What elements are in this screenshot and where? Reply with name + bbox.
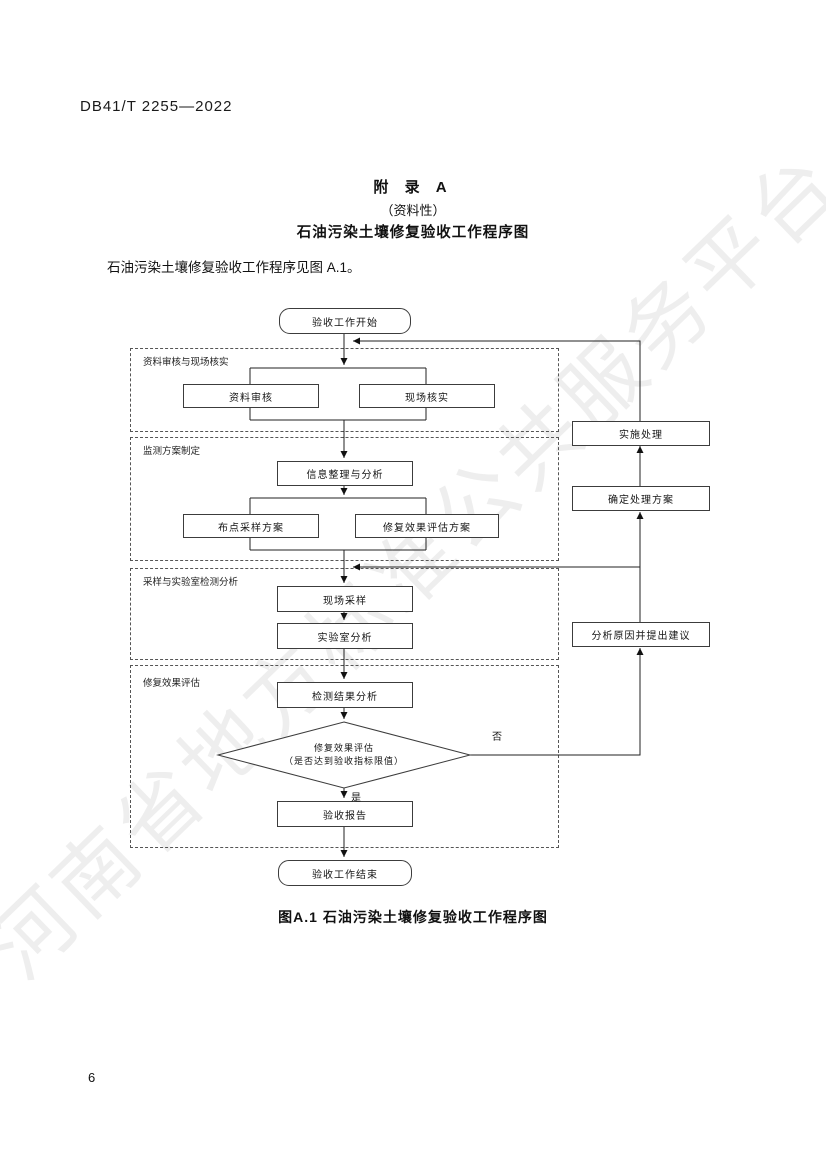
group-label: 监测方案制定	[143, 446, 201, 457]
node-start: 验收工作开始	[279, 308, 411, 334]
node-data-review: 资料审核	[183, 384, 319, 408]
group-label: 资料审核与现场核实	[143, 357, 229, 368]
node-site-verify: 现场核实	[359, 384, 495, 408]
decision-diamond	[216, 721, 472, 789]
node-acceptance-report: 验收报告	[277, 801, 413, 827]
node-sampling-plan: 布点采样方案	[183, 514, 319, 538]
decision-line1: 修复效果评估	[313, 743, 374, 753]
branch-label-yes: 是	[351, 793, 361, 804]
node-end: 验收工作结束	[278, 860, 412, 886]
page-number: 6	[88, 1070, 96, 1085]
node-info-analysis: 信息整理与分析	[277, 461, 413, 486]
branch-label-no: 否	[492, 732, 502, 743]
figure-caption: 图A.1 石油污染土壤修复验收工作程序图	[278, 909, 548, 925]
decision-line2: （是否达到验收指标限值）	[283, 756, 404, 766]
group-label: 采样与实验室检测分析	[143, 577, 239, 588]
node-implement-treatment: 实施处理	[572, 421, 710, 446]
appendix-type-label: （资料性）	[380, 203, 446, 218]
node-lab-analysis: 实验室分析	[277, 623, 413, 649]
decision-label: 修复效果评估 （是否达到验收指标限值）	[218, 722, 470, 788]
group-label: 修复效果评估	[143, 678, 201, 689]
node-evaluation-plan: 修复效果评估方案	[355, 514, 499, 538]
node-determine-plan: 确定处理方案	[572, 486, 710, 511]
appendix-title: 附 录 A	[373, 179, 453, 196]
node-result-analysis: 检测结果分析	[277, 682, 413, 708]
intro-paragraph: 石油污染土壤修复验收工作程序见图 A.1。	[107, 260, 361, 275]
standard-number-header: DB41/T 2255—2022	[80, 98, 233, 115]
node-analyze-suggest: 分析原因并提出建议	[572, 622, 710, 647]
appendix-subject-title: 石油污染土壤修复验收工作程序图	[296, 225, 530, 241]
node-field-sampling: 现场采样	[277, 586, 413, 612]
